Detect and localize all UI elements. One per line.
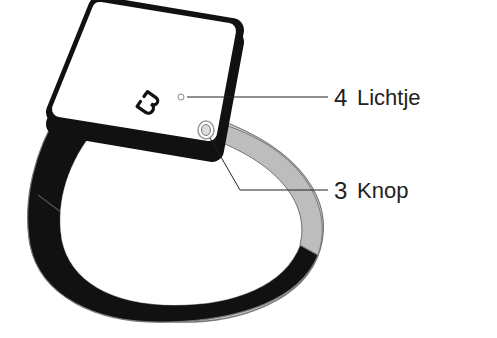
brand-logo bbox=[137, 92, 160, 115]
part-name: Lichtje bbox=[357, 87, 421, 109]
leader-line bbox=[187, 97, 328, 98]
button-center bbox=[202, 125, 211, 136]
part-name: Knop bbox=[357, 180, 408, 202]
light-dot bbox=[178, 94, 184, 100]
side-button bbox=[198, 121, 214, 139]
face-guide bbox=[60, 10, 228, 133]
watch-face bbox=[60, 10, 228, 133]
callout-number: 4 bbox=[334, 86, 347, 110]
leader-line bbox=[210, 138, 328, 190]
callout-number: 3 bbox=[334, 179, 347, 203]
watch-bezel bbox=[58, 8, 232, 138]
